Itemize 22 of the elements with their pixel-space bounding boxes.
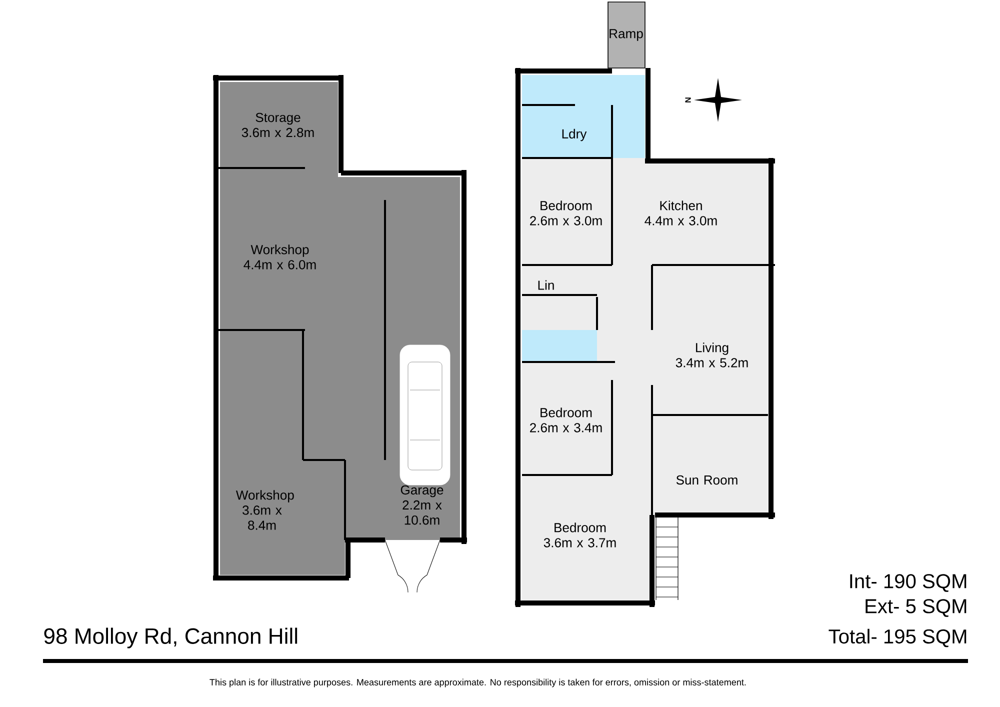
node-label: 2.2m x 10.6m [402,500,442,525]
room: Kitchen 4.4m x 3.0m [612,158,768,265]
room: Ldry [522,75,645,158]
area-total: Ext- 5 SQM [866,599,966,617]
room: Bedroom 3.6m x 3.7m [522,475,652,603]
node-label: 3.6m x 8.4m [242,506,282,530]
room: Storage 3.6m x 2.8m [220,82,338,168]
room: Workshop 3.6m x 8.4m [220,330,345,575]
area-total: Total- 195 SQM [828,628,966,648]
room: Sun Room [652,415,768,515]
address: 98 Molloy Rd, Cannon Hill [44,628,298,648]
disclaimer: This plan is for illustrative purposes. Measurements are approximate. No responsibility is taken for errors, omission or miss-statement. [210,678,746,688]
node-label: Garage [400,485,444,498]
node-label: 4.4m x 6.0m [244,260,316,270]
node-label: Lin [538,280,554,290]
room: Living 3.4m x 5.2m [652,265,768,415]
node-label: Workshop [236,490,294,502]
room: Bedroom 2.6m x 3.4m [522,362,612,475]
room: Ramp [608,2,646,68]
node-label: Workshop [250,244,309,257]
area-total: Int- 190 SQM [850,574,966,592]
compass-letter: N [685,98,691,102]
